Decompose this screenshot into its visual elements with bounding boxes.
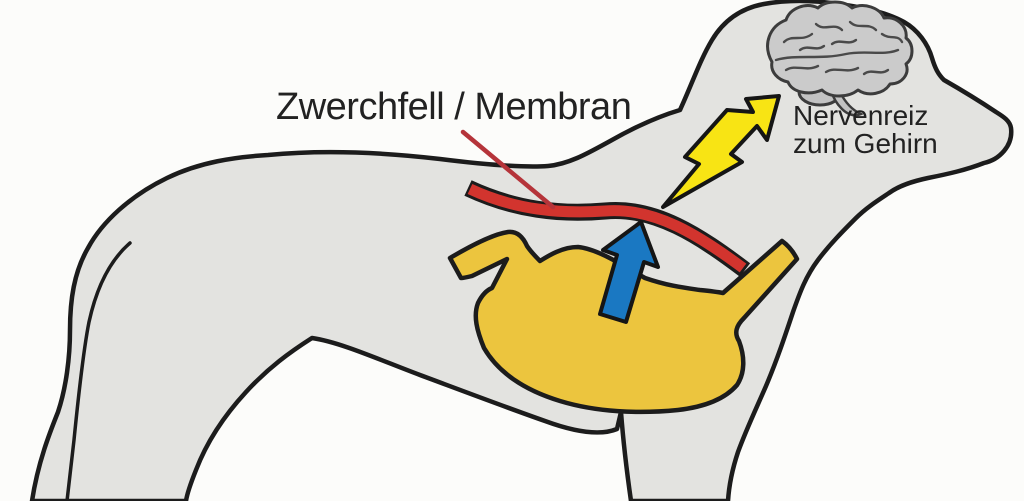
nerve-label: Nervenreiz zum Gehirn: [793, 102, 938, 158]
lightning-bolt-icon: [661, 94, 781, 209]
up-arrow-icon: [598, 220, 660, 324]
brain-gyri-lines: [774, 20, 904, 76]
brain-icon: [766, 0, 914, 117]
diaphragm-label: Zwerchfell / Membran: [276, 86, 632, 128]
nerve-label-line1: Nervenreiz: [793, 100, 929, 131]
hind-leg-contour-line: [65, 241, 132, 501]
nerve-label-line2: zum Gehirn: [793, 128, 938, 159]
label-leader-line: [460, 129, 556, 210]
brainstem-shape: [830, 90, 865, 117]
diaphragm-curve: [467, 184, 747, 273]
